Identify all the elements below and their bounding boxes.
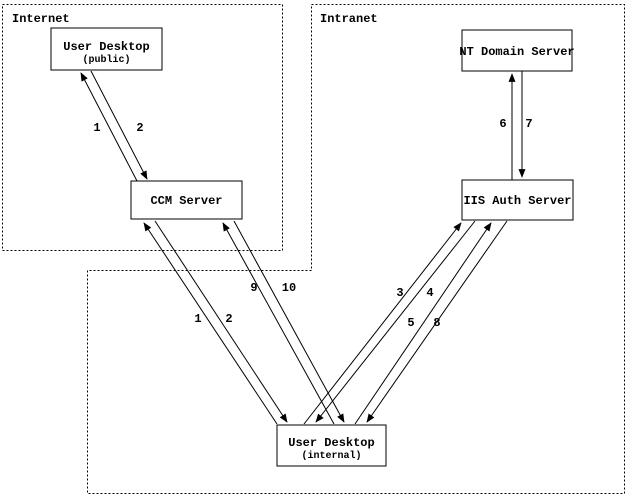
node-nt-domain-server [461,29,573,72]
flow-line-public-ccm-1 [80,72,138,182]
flow-line-iis-internal-4 [315,220,476,423]
user-desktop-internal-subtitle: (internal) [301,450,361,462]
flow-line-ccm-internal-1 [143,222,278,425]
step-label-ccm-internal-10: 10 [282,281,296,295]
intranet-zone-label: Intranet [320,12,378,26]
user-desktop-public-subtitle: (public) [82,54,130,66]
step-label-iis-internal-5: 5 [407,316,414,330]
step-label-nt-iis-6: 6 [499,117,506,131]
flow-line-ccm-internal-10 [233,220,345,423]
flow-line-iis-internal-8 [366,220,508,423]
node-ccm-server [130,180,243,220]
step-label-ccm-internal-1: 1 [194,312,201,326]
node-user-desktop-public [50,27,163,71]
iis-auth-server-title: IIS Auth Server [463,194,571,208]
flow-line-ccm-internal-2 [154,220,288,423]
step-label-iis-internal-3: 3 [396,286,403,300]
nt-domain-server-title: NT Domain Server [459,45,574,59]
flow-line-ccm-internal-9 [222,222,335,425]
flow-line-iis-internal-5 [354,222,492,425]
step-label-iis-internal-8: 8 [433,316,440,330]
step-label-public-ccm-1: 1 [93,121,100,135]
flow-line-iis-internal-3 [303,222,462,425]
intranet-zone-border [87,4,625,494]
node-user-desktop-internal [276,424,387,467]
step-label-nt-iis-7: 7 [525,117,532,131]
ccm-server-title: CCM Server [150,194,222,208]
internet-zone-label: Internet [12,12,70,26]
node-iis-auth-server [461,179,574,221]
step-label-public-ccm-2: 2 [136,121,143,135]
user-desktop-internal-title: User Desktop [288,436,374,450]
step-label-iis-internal-4: 4 [426,286,433,300]
step-label-ccm-internal-2: 2 [225,312,232,326]
step-label-ccm-internal-9: 9 [250,281,257,295]
user-desktop-public-title: User Desktop [63,40,149,54]
flow-line-public-ccm-2 [90,70,148,180]
internet-zone-border [2,4,283,251]
